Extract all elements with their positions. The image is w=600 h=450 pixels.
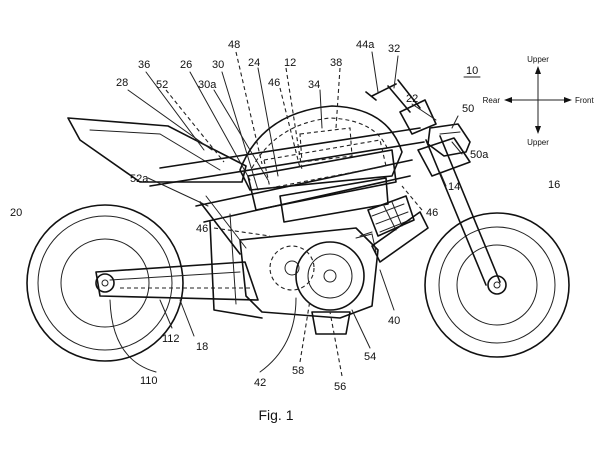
- gear-shaft: [284, 260, 300, 276]
- front-link: [359, 211, 429, 263]
- front-wheel: [424, 212, 570, 358]
- ref-label: 48: [228, 39, 240, 51]
- ref-label: 112: [162, 333, 180, 345]
- rear-rim: [60, 238, 150, 328]
- ref-label: 56: [334, 381, 346, 393]
- direction-left: Rear: [483, 96, 501, 105]
- ref-label: 110: [140, 375, 158, 387]
- ref-label: 20: [10, 207, 22, 219]
- front-hub: [493, 281, 501, 289]
- front-axle: [487, 275, 507, 295]
- ref-label: 26: [180, 59, 192, 71]
- handlebar: [365, 79, 421, 113]
- ref-label: 42: [254, 377, 266, 389]
- arrow-right-icon: [564, 97, 572, 103]
- rear-axle: [95, 273, 115, 293]
- ref-label: 12: [284, 57, 296, 69]
- figure-number: 10: [466, 65, 478, 77]
- leader-lines: [109, 51, 463, 377]
- arrow-left-icon: [504, 97, 512, 103]
- arrow-up-icon: [535, 66, 541, 74]
- rear-wheel: [26, 204, 184, 362]
- front-tire-inner: [438, 226, 556, 344]
- ref-label: 46: [426, 207, 438, 219]
- rear-hub: [101, 279, 109, 287]
- main-frame: [149, 127, 425, 319]
- direction-right: Front: [575, 96, 594, 105]
- motor-shaft: [323, 269, 337, 283]
- ref-label: 50a: [470, 149, 489, 161]
- front-tire-outer: [424, 212, 570, 358]
- reduction-gear: [269, 245, 315, 291]
- ref-label: 34: [308, 79, 320, 91]
- ref-label: 14: [448, 181, 460, 193]
- ref-label: 28: [116, 77, 128, 89]
- ref-label: 58: [292, 365, 304, 377]
- ref-label: 46: [268, 77, 280, 89]
- swing-arm: [95, 261, 259, 301]
- arrow-down-icon: [535, 126, 541, 134]
- fuel-tank: [239, 105, 403, 191]
- rear-tire-outer: [26, 204, 184, 362]
- motor-rotor: [307, 253, 353, 299]
- rear-shock: [199, 195, 247, 255]
- seat: [67, 117, 247, 183]
- ref-label: 52a: [130, 173, 149, 185]
- battery-pack: [247, 127, 397, 223]
- ref-label: 30: [212, 59, 224, 71]
- ref-label: 32: [388, 43, 400, 55]
- ref-label: 44a: [356, 39, 375, 51]
- ref-label: 52: [156, 79, 168, 91]
- ref-label: 36: [138, 59, 150, 71]
- direction-down: Upper: [527, 138, 549, 147]
- ref-label: 18: [196, 341, 208, 353]
- ref-label: 50: [462, 103, 474, 115]
- front-rim: [456, 244, 538, 326]
- ref-label: 40: [388, 315, 400, 327]
- ref-label: 22: [406, 93, 418, 105]
- direction-up: Upper: [527, 55, 549, 64]
- ref-label: 54: [364, 351, 376, 363]
- controller-bracket: [367, 195, 415, 237]
- direction-indicator: Upper Upper Rear Front: [483, 55, 595, 147]
- ref-label: 38: [330, 57, 342, 69]
- ref-label: 30a: [198, 79, 217, 91]
- ref-label: 16: [548, 179, 560, 191]
- motor-unit: [239, 227, 379, 335]
- front-fork: [399, 99, 501, 286]
- rear-tire-inner: [37, 215, 173, 351]
- ref-label: 24: [248, 57, 260, 69]
- figure-caption: Fig. 1: [258, 407, 293, 423]
- ref-label: 46: [196, 223, 208, 235]
- front-cowl: [427, 123, 471, 157]
- reference-numerals: 48 44a 32 36 26 30 24 12 38 28 52 30a 46…: [10, 39, 560, 393]
- motor-case: [295, 241, 365, 311]
